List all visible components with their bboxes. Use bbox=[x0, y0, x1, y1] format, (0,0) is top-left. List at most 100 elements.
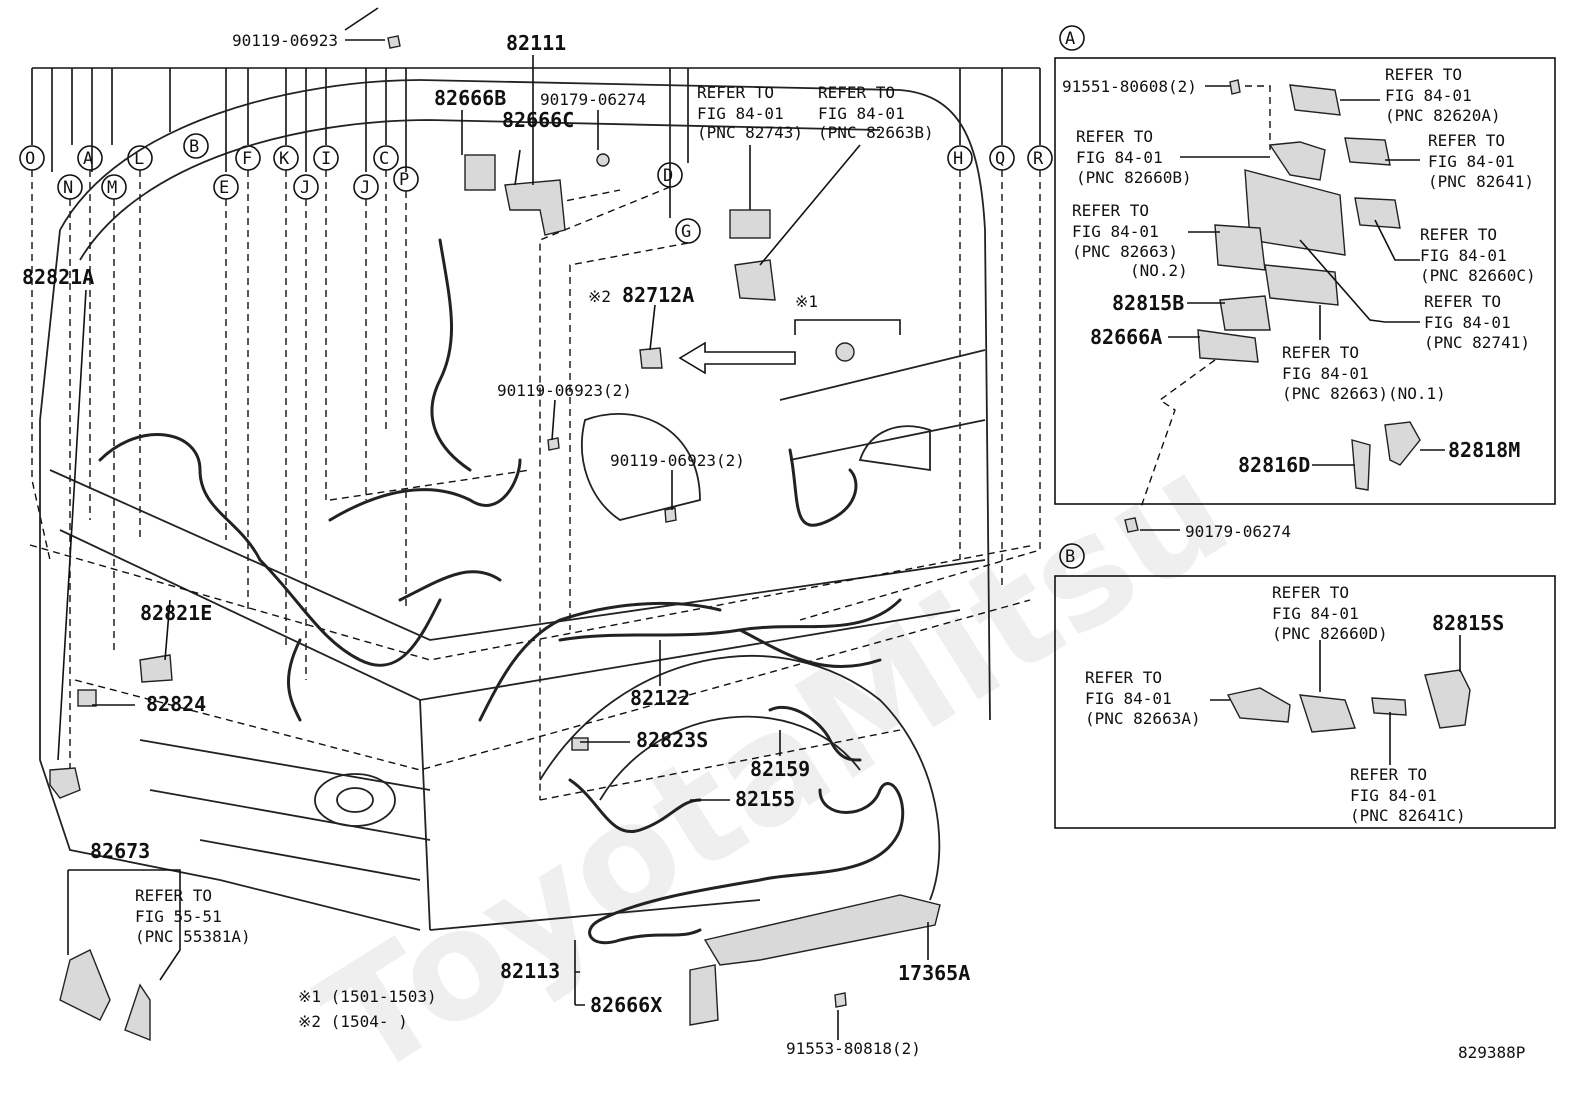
refer-82741-line2: FIG 84-01 bbox=[1424, 313, 1511, 332]
refer-82743-line3: (PNC 82743) bbox=[697, 123, 803, 142]
refer-82641-line1: REFER TO bbox=[1428, 131, 1505, 150]
label-17365A: 17365A bbox=[898, 961, 970, 985]
inset-a-bolt: 91551-80608(2) bbox=[1062, 77, 1197, 96]
refer-82663B-line2: FIG 84-01 bbox=[818, 104, 905, 123]
label-bolt-top: 90119-06923 bbox=[232, 31, 338, 50]
callout-P: P bbox=[399, 170, 409, 190]
callout-B: B bbox=[189, 137, 199, 157]
refer-82663B-line1: REFER TO bbox=[818, 83, 895, 102]
refer-82641-line2: FIG 84-01 bbox=[1428, 152, 1515, 171]
vehicle-body bbox=[39, 79, 991, 931]
refer-82663-no2-line4: (NO.2) bbox=[1130, 261, 1188, 280]
label-82122: 82122 bbox=[630, 686, 690, 710]
callout-bar bbox=[31, 67, 1041, 218]
refer-82660C-line2: FIG 84-01 bbox=[1420, 246, 1507, 265]
callout-N: N bbox=[63, 178, 73, 198]
label-82111: 82111 bbox=[506, 31, 566, 55]
label-82673: 82673 bbox=[90, 839, 150, 863]
arrow-indicator bbox=[678, 319, 901, 375]
callout-J2: J bbox=[360, 178, 370, 198]
refer-82660D-line1: REFER TO bbox=[1272, 583, 1349, 602]
figure-code: 829388P bbox=[1458, 1043, 1525, 1062]
refer-82660B-line1: REFER TO bbox=[1076, 127, 1153, 146]
callout-M: M bbox=[107, 178, 117, 198]
label-82712A: 82712A bbox=[622, 283, 694, 307]
callout-J: J bbox=[300, 178, 310, 198]
label-82815S: 82815S bbox=[1432, 611, 1504, 635]
refer-82641C-line2: FIG 84-01 bbox=[1350, 786, 1437, 805]
callout-I: I bbox=[321, 149, 331, 169]
label-bolt-bottom: 91553-80818(2) bbox=[786, 1039, 921, 1058]
refer-82660C-line3: (PNC 82660C) bbox=[1420, 266, 1536, 285]
refer-82663A-line3: (PNC 82663A) bbox=[1085, 709, 1201, 728]
refer-82663-no2-line3: (PNC 82663) bbox=[1072, 242, 1178, 261]
mark-1: ※1 bbox=[795, 292, 818, 311]
refer-82620A-line3: (PNC 82620A) bbox=[1385, 106, 1501, 125]
callout-A: A bbox=[83, 149, 93, 169]
refer-82660B-line3: (PNC 82660B) bbox=[1076, 168, 1192, 187]
refer-82663-no2-line1: REFER TO bbox=[1072, 201, 1149, 220]
callout-circles: O N A M L B E F K J I J C P D G H Q R bbox=[19, 133, 1053, 244]
refer-82663A-line1: REFER TO bbox=[1085, 668, 1162, 687]
inset-b-letter: B bbox=[1065, 547, 1075, 567]
callout-Q: Q bbox=[995, 149, 1005, 169]
callout-leaders bbox=[31, 170, 1041, 800]
inset-a-nut: 90179-06274 bbox=[1185, 522, 1291, 541]
refer-82741-line1: REFER TO bbox=[1424, 292, 1501, 311]
refer-82660D-line2: FIG 84-01 bbox=[1272, 604, 1359, 623]
label-bolt-mid: 90119-06923(2) bbox=[497, 381, 632, 400]
refer-82663-no1-line2: FIG 84-01 bbox=[1282, 364, 1369, 383]
callout-R: R bbox=[1033, 149, 1044, 169]
refer-82620A-line1: REFER TO bbox=[1385, 65, 1462, 84]
refer-55381A-line1: REFER TO bbox=[135, 886, 212, 905]
label-82666C: 82666C bbox=[502, 108, 574, 132]
callout-D: D bbox=[663, 166, 673, 186]
label-82821E: 82821E bbox=[140, 601, 212, 625]
main-labels: 90119-06923 82111 82666B 90179-06274 826… bbox=[22, 31, 1525, 1062]
refer-82663A-line2: FIG 84-01 bbox=[1085, 689, 1172, 708]
refer-82663-no2-line2: FIG 84-01 bbox=[1072, 222, 1159, 241]
label-82113: 82113 bbox=[500, 959, 560, 983]
label-82666A: 82666A bbox=[1090, 325, 1162, 349]
callout-L: L bbox=[134, 149, 144, 169]
refer-55381A-line3: (PNC 55381A) bbox=[135, 927, 251, 946]
inset-a-letter: A bbox=[1065, 29, 1075, 49]
refer-82663B-line3: (PNC 82663B) bbox=[818, 123, 934, 142]
label-82666X: 82666X bbox=[590, 993, 662, 1017]
refer-82660D-line3: (PNC 82660D) bbox=[1272, 624, 1388, 643]
inset-b: B REFER TO FIG 84-01 (PNC 82660D) 82815S… bbox=[1054, 543, 1556, 829]
label-82824: 82824 bbox=[146, 692, 206, 716]
refer-82663-no1-line3: (PNC 82663)(NO.1) bbox=[1282, 384, 1446, 403]
refer-82741-line3: (PNC 82741) bbox=[1424, 333, 1530, 352]
refer-82743-line2: FIG 84-01 bbox=[697, 104, 784, 123]
label-82818M: 82818M bbox=[1448, 438, 1520, 462]
label-90179-a: 90179-06274 bbox=[540, 90, 646, 109]
label-bolt-mid2: 90119-06923(2) bbox=[610, 451, 745, 470]
label-82816D: 82816D bbox=[1238, 453, 1310, 477]
callout-G: G bbox=[681, 222, 691, 242]
wire-harness-main bbox=[98, 238, 905, 945]
label-82666B: 82666B bbox=[434, 86, 506, 110]
label-82159: 82159 bbox=[750, 757, 810, 781]
callout-F: F bbox=[242, 149, 252, 169]
note-2: ※2 (1504- ) bbox=[298, 1012, 408, 1031]
refer-82620A-line2: FIG 84-01 bbox=[1385, 86, 1472, 105]
note-1: ※1 (1501-1503) bbox=[298, 987, 437, 1006]
refer-82660B-line2: FIG 84-01 bbox=[1076, 148, 1163, 167]
label-82815B: 82815B bbox=[1112, 291, 1184, 315]
mark-2: ※2 bbox=[588, 287, 611, 306]
refer-82641C-line1: REFER TO bbox=[1350, 765, 1427, 784]
refer-82641C-line3: (PNC 82641C) bbox=[1350, 806, 1466, 825]
refer-82743-line1: REFER TO bbox=[697, 83, 774, 102]
inset-a: A 91551-80608(2) REFER TO bbox=[1054, 25, 1556, 541]
label-82155: 82155 bbox=[735, 787, 795, 811]
label-leaders bbox=[57, 7, 929, 1040]
callout-K: K bbox=[279, 149, 290, 169]
refer-55381A-line2: FIG 55-51 bbox=[135, 907, 222, 926]
refer-82660C-line1: REFER TO bbox=[1420, 225, 1497, 244]
callout-O: O bbox=[25, 149, 35, 169]
label-82823S: 82823S bbox=[636, 728, 708, 752]
label-82821A: 82821A bbox=[22, 265, 94, 289]
part-glyphs bbox=[49, 35, 941, 1042]
